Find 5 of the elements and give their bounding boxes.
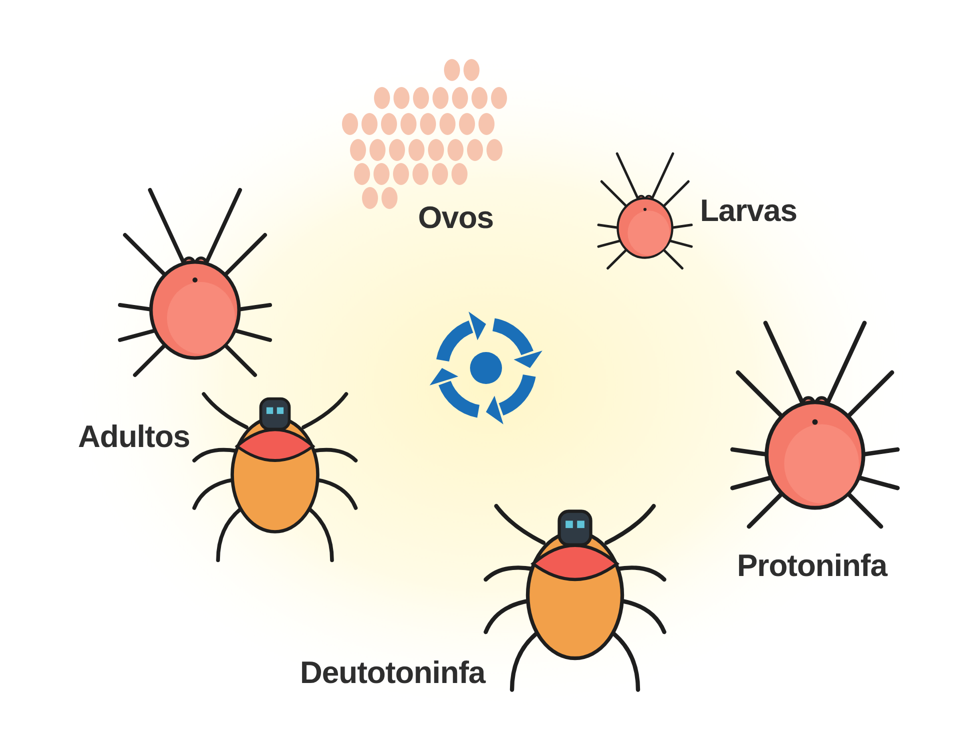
stage-label: Deutotoninfa: [300, 657, 486, 688]
stage-label: Protoninfa: [737, 550, 887, 581]
stage-label: Ovos: [418, 202, 494, 233]
stage-label: Adultos: [78, 421, 190, 452]
stage-label: Larvas: [700, 195, 797, 226]
